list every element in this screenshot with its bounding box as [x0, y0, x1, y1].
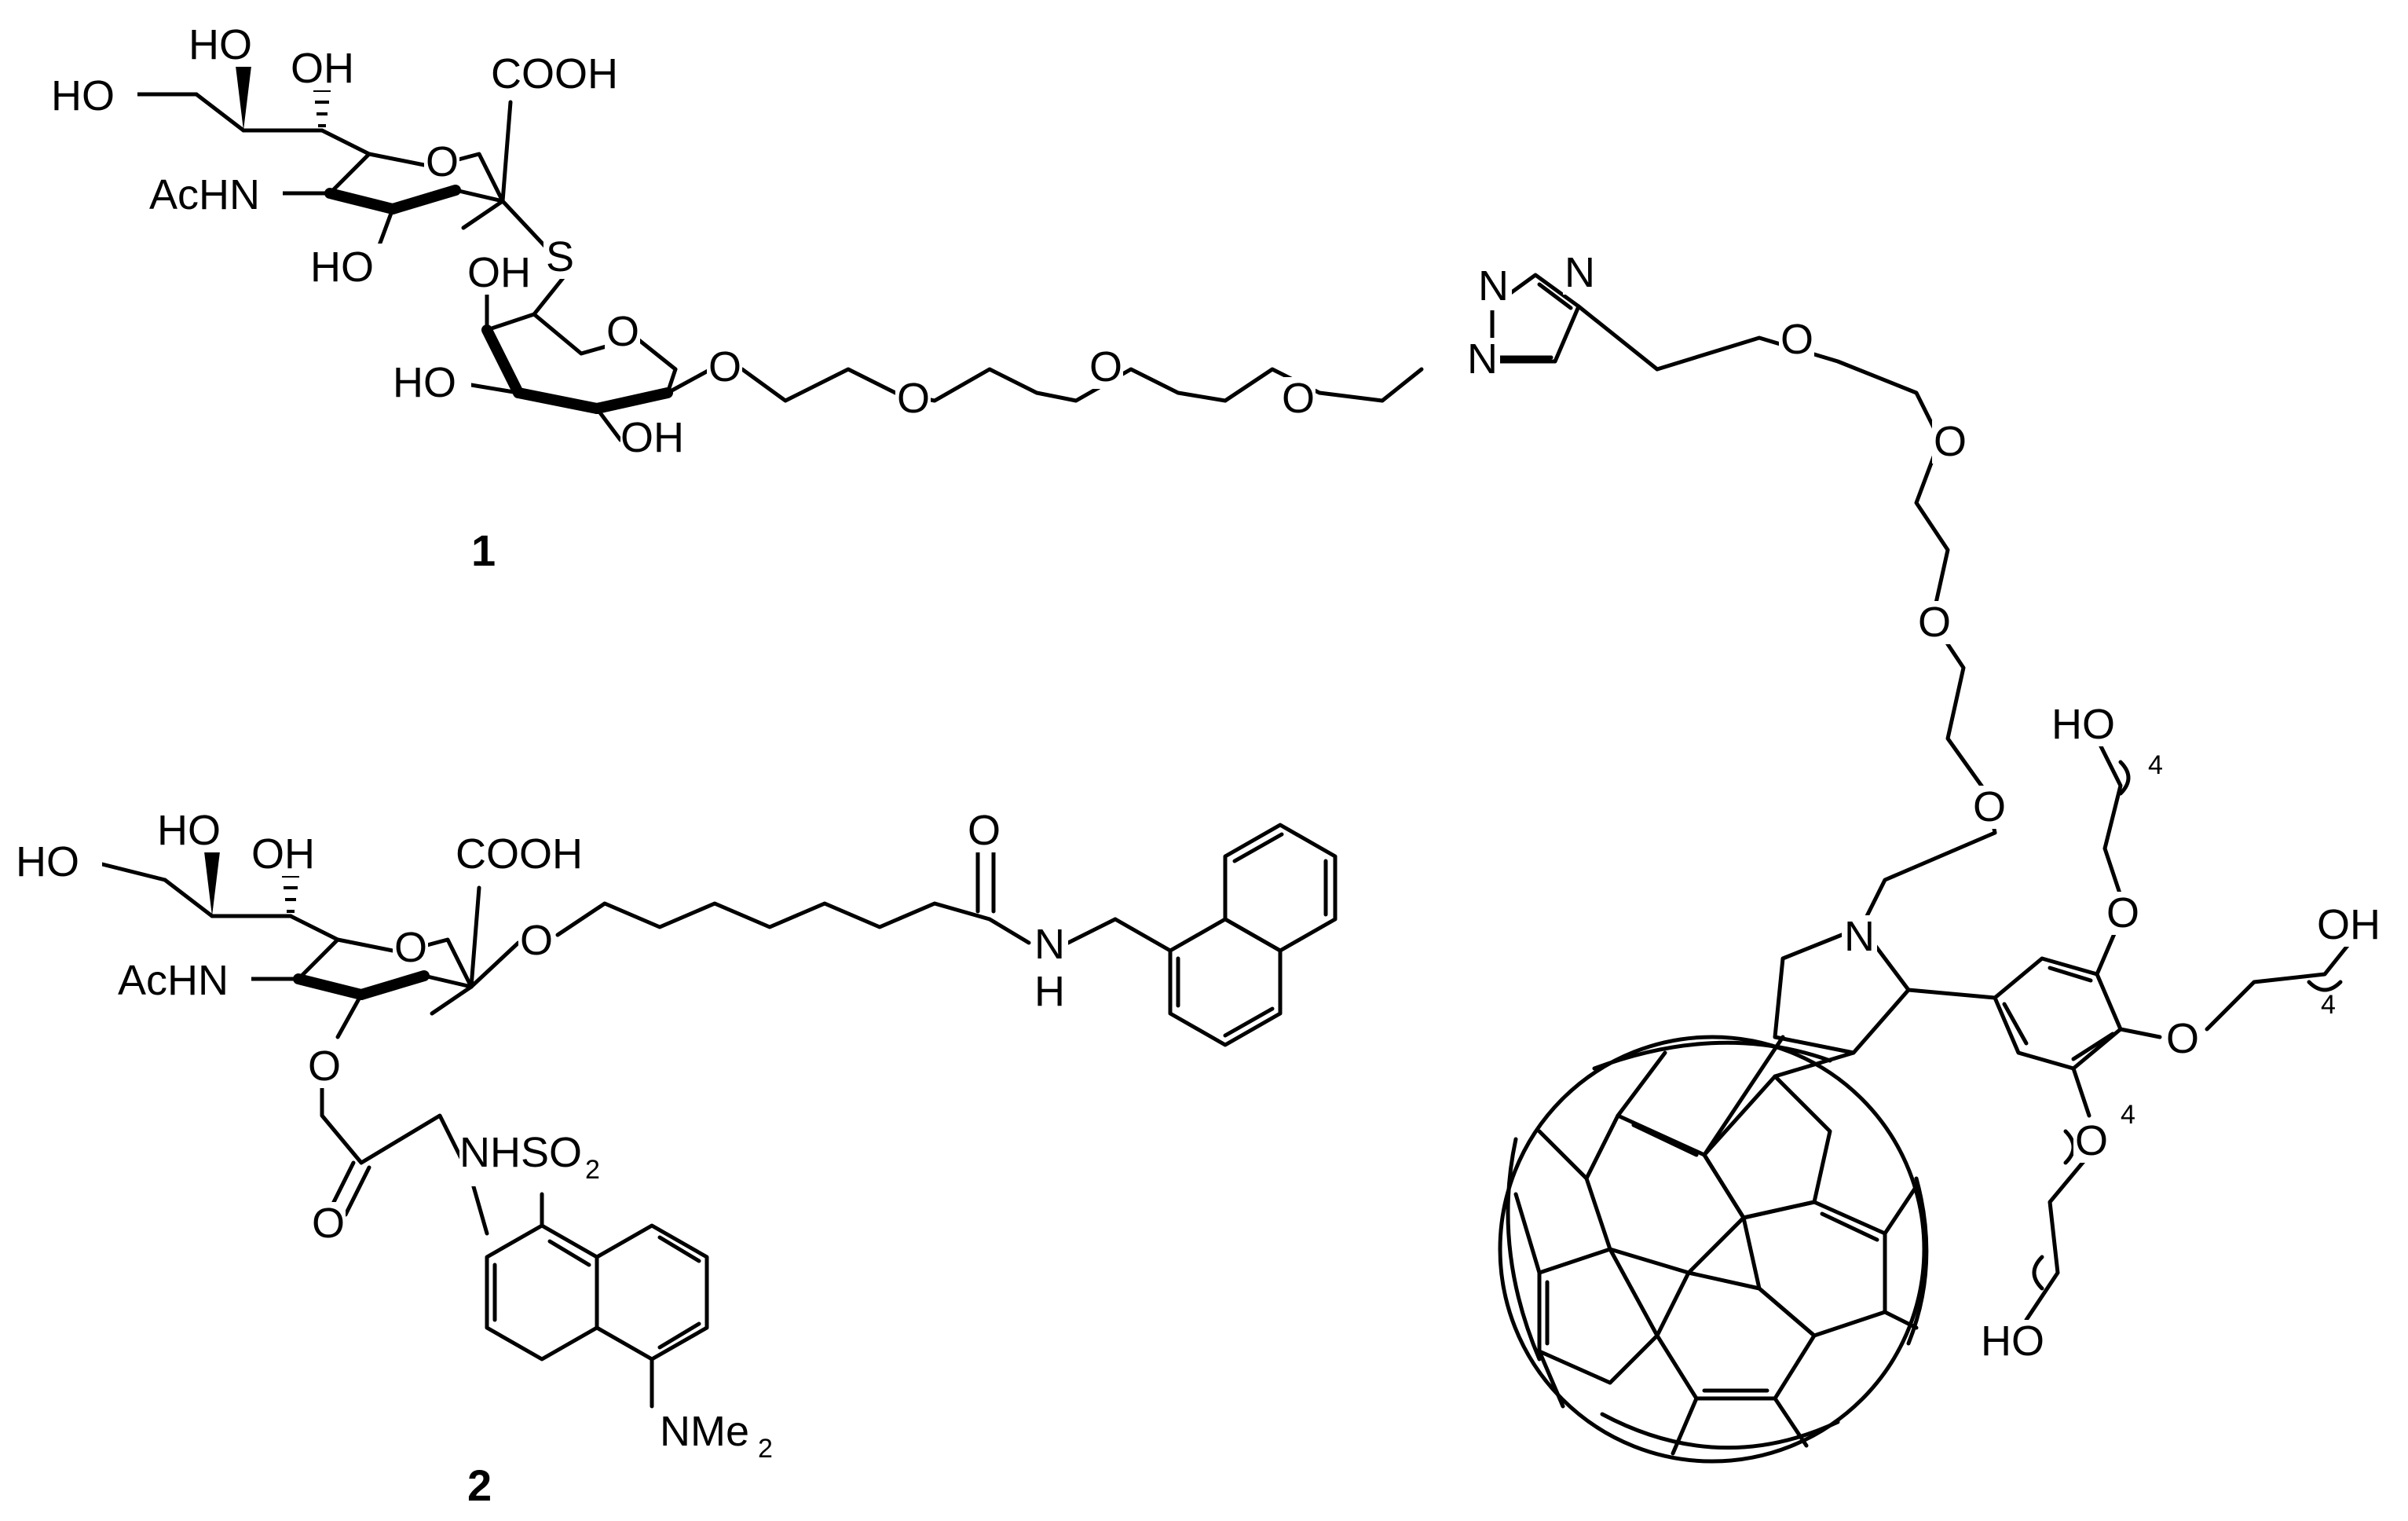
naphthalene-ring [1168, 823, 1338, 1047]
label-o-peg6: O [1918, 599, 1951, 646]
label-o-glyc-2: O [520, 917, 553, 964]
label-nme2-subscript: 2 [758, 1434, 773, 1464]
label-ring-o-1: O [426, 138, 459, 185]
compound-number-1: 1 [471, 526, 496, 575]
label-amide-n: N [1034, 921, 1065, 968]
hashed-bond [282, 874, 299, 913]
label-o-carbonyl-2: O [312, 1200, 345, 1247]
label-oh-top-2: OH [251, 830, 315, 878]
label-ho-low-1: HO [310, 244, 374, 291]
label-ho-r3: HO [1981, 1318, 2044, 1365]
label-o-peg7: O [1973, 783, 2006, 830]
label-n-r2: 4 [2321, 990, 2336, 1020]
ester-linker [320, 1074, 489, 1236]
label-achn-1: AcHN [149, 171, 260, 218]
label-so2-subscript: 2 [585, 1155, 600, 1185]
label-ho-r1: HO [2051, 701, 2115, 748]
dansyl-naphthalene [485, 1192, 709, 1409]
label-oh-gal-1: OH [467, 249, 531, 296]
fullerene-c60 [1498, 1035, 1929, 1464]
atom-labels-compound-2: HO HO OH COOH AcHN O O O O NHSO 2 O N H … [16, 807, 1068, 1510]
label-o-peg3: O [1282, 375, 1315, 422]
label-ho-gal-1: HO [393, 359, 456, 406]
label-n-r1: 4 [2148, 750, 2163, 780]
label-s-1: S [546, 233, 574, 280]
label-amide-h: H [1034, 968, 1065, 1015]
label-ar-o3: O [2075, 1117, 2108, 1164]
label-pyrrolidine-n: N [1844, 913, 1875, 960]
compound-2-structure [100, 823, 1338, 1409]
atom-labels-compound-1: HO HO OH COOH AcHN O HO S OH O HO OH O O… [51, 21, 2395, 1365]
label-nhso2: NHSO [459, 1129, 582, 1176]
label-o-peg4: O [1780, 316, 1813, 363]
alkyl-linker [555, 901, 992, 937]
label-triazole-n2: N [1478, 262, 1509, 310]
sialic-acid-ring-2 [100, 852, 521, 1039]
triazole-ring [1490, 273, 1660, 372]
label-cooh-1: COOH [491, 50, 618, 97]
label-o-peg1: O [897, 375, 930, 422]
label-triazole-n3: N [1564, 249, 1595, 296]
label-ar-o2: O [2166, 1015, 2199, 1062]
label-o-ester-2: O [308, 1043, 341, 1090]
label-o-gly-1: O [708, 343, 741, 390]
label-n-r3: 4 [2121, 1100, 2135, 1130]
label-o-peg2: O [1089, 343, 1122, 390]
label-ho-top-1: HO [188, 21, 252, 68]
label-oh-r2: OH [2317, 901, 2381, 948]
compound-number-2: 2 [467, 1461, 492, 1510]
label-ar-o1: O [2106, 889, 2139, 936]
label-ho-chain-2: HO [16, 838, 79, 885]
label-ring-o-2: O [394, 924, 427, 971]
label-nme2: NMe [660, 1408, 749, 1455]
hashed-bond [313, 89, 331, 127]
label-amide-o: O [968, 807, 1001, 854]
peg-linker-1a [740, 367, 1424, 403]
pyrrolidine-ring [1773, 925, 1997, 1055]
label-ho-top-2: HO [157, 807, 221, 854]
label-triazole-n1: N [1467, 335, 1498, 383]
label-o-peg5: O [1934, 418, 1967, 465]
galactose-ring-1 [469, 288, 713, 442]
label-oh-gal2-1: OH [620, 414, 684, 461]
label-cooh-2: COOH [456, 830, 583, 878]
label-achn-2: AcHN [118, 957, 229, 1004]
label-oh-top-1: OH [291, 45, 354, 92]
label-gal-o-1: O [606, 308, 639, 355]
label-ho-chain-1: HO [51, 72, 115, 119]
